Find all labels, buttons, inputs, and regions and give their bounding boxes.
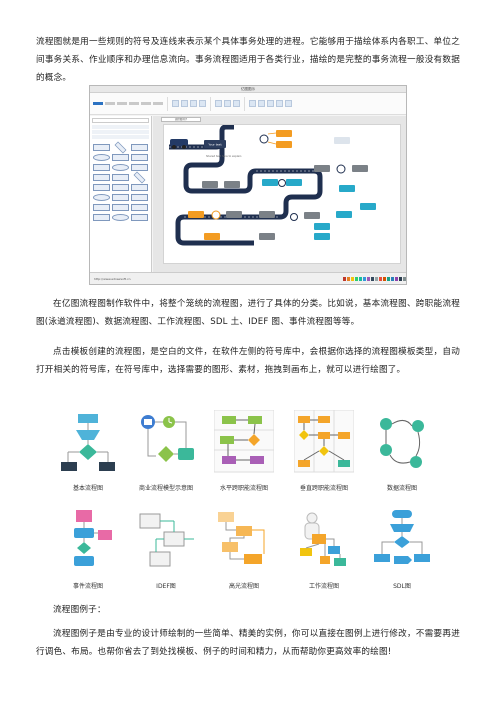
car-icon (170, 139, 188, 146)
node-caption: Shared text here to explain (206, 154, 242, 158)
examples-paragraph: 流程图例子是由专业的设计师绘制的一些简单、精美的实例，你可以直接在图例上进行修改… (36, 629, 460, 657)
template-bpmn[interactable]: 商业流程模型示意图 (130, 408, 202, 496)
template-label: 工作流程图 (308, 583, 339, 590)
symbol-library-panel (90, 116, 152, 272)
vertical-cross-functional-icon (294, 410, 354, 473)
template-label: 水平跨职能流程图 (219, 485, 268, 492)
template-data-flow[interactable]: 数据流程图 (366, 408, 438, 496)
template-horizontal-cross-functional[interactable]: 水平跨职能流程图 (208, 408, 280, 496)
sdl-icon (374, 510, 430, 564)
template-basic-flowchart[interactable]: 基本流程图 (52, 408, 124, 496)
drawing-canvas: 流程图例子 Your text Shared text here to expl… (153, 116, 406, 272)
library-search-input (92, 118, 149, 123)
status-bar: http://www.edrawsoft.cn (90, 272, 406, 284)
template-gallery: 基本流程图 商业流程模型示意图 (44, 408, 444, 596)
template-label: 垂直跨职能流程图 (299, 485, 348, 492)
examples-heading: 流程图例子： (53, 605, 106, 615)
template-event-flowchart[interactable]: 事件流程图 (52, 506, 124, 594)
workflow-icon (300, 512, 346, 566)
window-title: 亿图图示 (90, 86, 406, 93)
flowchart-software-screenshot: 亿图图示 流程图例子 (89, 85, 407, 285)
bpmn-icon (141, 415, 194, 462)
idef-icon (139, 513, 194, 567)
template-sdl[interactable]: SDL图 (366, 506, 438, 594)
node-label-main: Your text (208, 143, 222, 147)
ribbon-toolbar (90, 93, 406, 115)
data-flow-icon (380, 418, 424, 468)
event-flowchart-icon (74, 510, 112, 566)
highlight-flowchart-icon (218, 512, 265, 564)
template-label: 商业流程模型示意图 (138, 485, 193, 492)
horizontal-cross-functional-icon (214, 410, 274, 473)
template-label: 事件流程图 (72, 583, 103, 590)
template-label: SDL图 (393, 583, 411, 590)
template-workflow[interactable]: 工作流程图 (288, 506, 360, 594)
template-label: IDEF图 (156, 583, 176, 590)
intro-paragraph: 流程图就是用一些规则的符号及连线来表示某个具体事务处理的进程。它能够用于描绘体系… (36, 37, 460, 83)
template-label: 高光流程图 (228, 583, 259, 590)
canvas-page: Your text Shared text here to explain (163, 124, 401, 264)
document-tab: 流程图例子 (161, 117, 201, 122)
template-label: 数据流程图 (386, 485, 417, 492)
template-vertical-cross-functional[interactable]: 垂直跨职能流程图 (288, 408, 360, 496)
template-label: 基本流程图 (72, 485, 103, 492)
status-url: http://www.edrawsoft.cn (94, 276, 131, 281)
road-flowchart-diagram: Your text Shared text here to explain (169, 124, 376, 246)
template-idef[interactable]: IDEF图 (130, 506, 202, 594)
types-paragraph: 在亿图流程图制作软件中，将整个笼统的流程图，进行了具体的分类。比如说，基本流程图… (36, 299, 460, 327)
symbol-grid (90, 140, 151, 225)
templates-paragraph: 点击模板创建的流程图，是空白的文件，在软件左侧的符号库中，会根据你选择的流程图模… (36, 347, 460, 375)
basic-flowchart-icon (61, 414, 115, 471)
template-highlight-flowchart[interactable]: 高光流程图 (208, 506, 280, 594)
